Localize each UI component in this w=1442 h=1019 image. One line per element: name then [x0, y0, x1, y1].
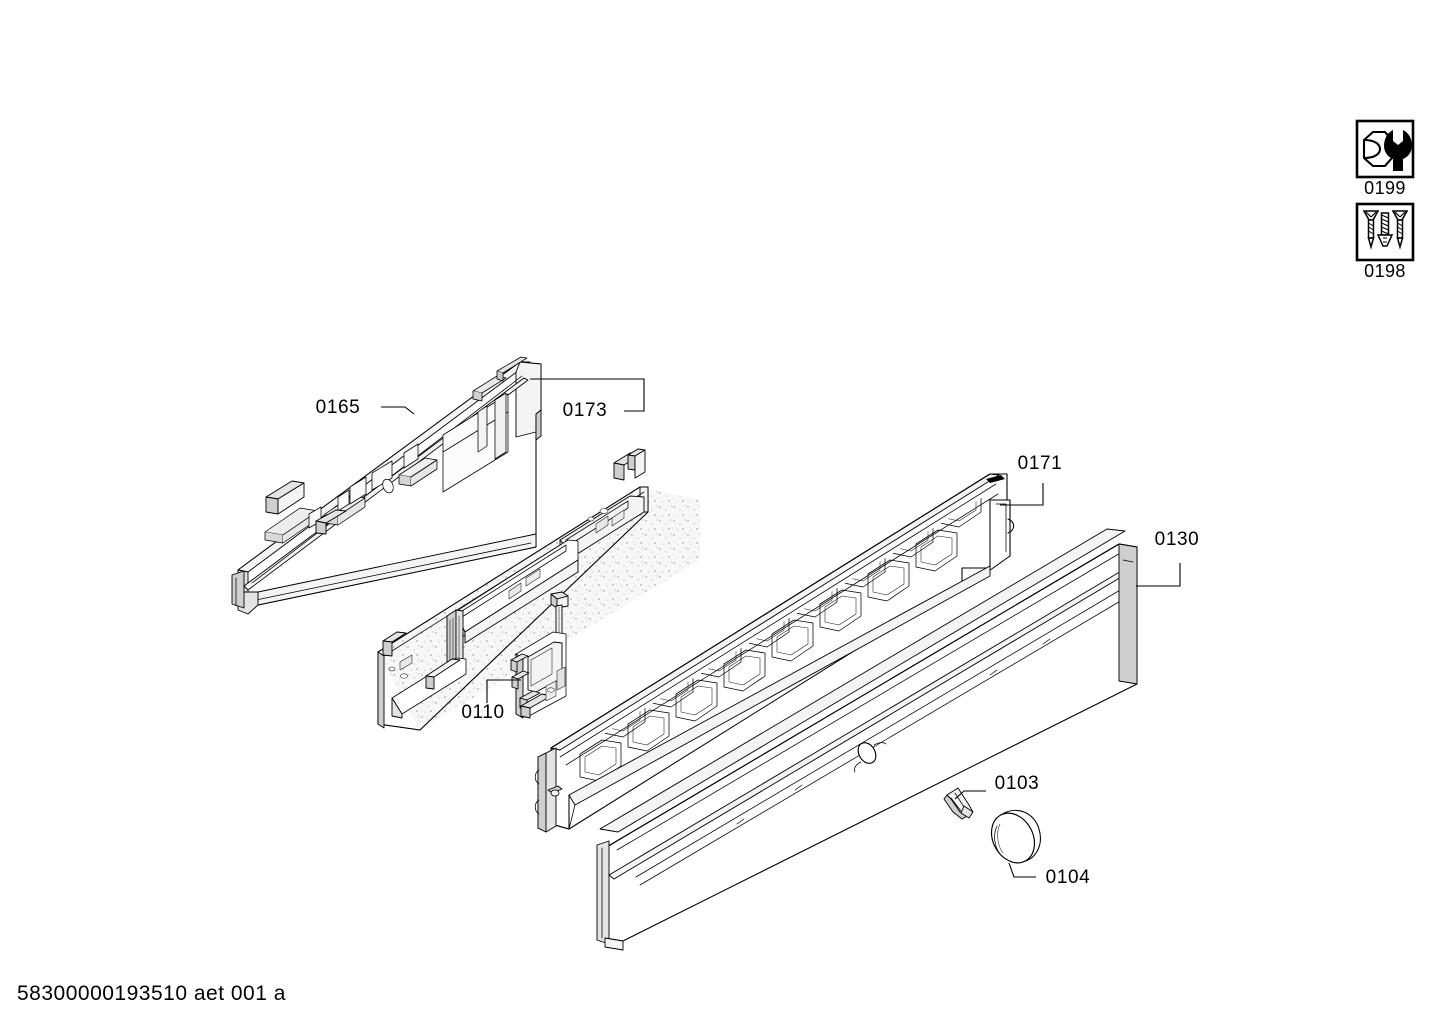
legend-group: 0199 — [1355, 119, 1415, 281]
knob-rear-edge — [994, 825, 1001, 855]
pcb-right-tabs — [613, 448, 646, 481]
part-0104-knob-cap: 0104 — [990, 810, 1091, 888]
callout-label-0130: 0130 — [1155, 529, 1200, 550]
module-right-ribs — [545, 666, 566, 702]
legend-item-0198: 0198 — [1355, 202, 1415, 281]
callout-label-0103: 0103 — [995, 773, 1040, 794]
part-0103-knob-shaft-pin: 0103 — [943, 773, 1040, 820]
trim-top-bevel — [599, 528, 1126, 833]
module-foot-side — [520, 705, 531, 719]
panel-bottom-rail — [568, 565, 991, 806]
part-0130-front-trim-panel: 0130 — [596, 528, 1200, 951]
frame-left-connector — [265, 480, 347, 535]
part-0110-selector-module: 0110 — [461, 591, 569, 723]
frame-inner-details — [264, 356, 528, 544]
panel-snap-hook-right — [1007, 518, 1015, 534]
trim-scribe-3 — [639, 595, 1130, 886]
leader-0165 — [381, 406, 415, 415]
leader-0110 — [486, 679, 521, 703]
panel-left-endcap — [534, 747, 563, 833]
trim-scribe-2 — [635, 585, 1128, 878]
part-0171-honeycomb-panel: 0171 — [534, 453, 1063, 833]
callout-label-0171: 0171 — [1018, 453, 1063, 474]
screws-icon — [1362, 210, 1409, 250]
leader-0130 — [1136, 563, 1181, 587]
trim-left-edge — [596, 840, 610, 945]
callout-label-0173: 0173 — [563, 400, 608, 421]
leader-0103 — [954, 790, 986, 800]
legend-item-0199: 0199 — [1355, 119, 1415, 198]
trim-knob-hole — [854, 742, 887, 773]
panel-corner-accent — [986, 475, 1005, 483]
callout-label-0165: 0165 — [316, 397, 361, 418]
callout-label-0104: 0104 — [1046, 867, 1091, 888]
knob-front-face — [990, 812, 1036, 864]
pcb-small-components — [388, 508, 625, 679]
trim-right-edge — [1118, 543, 1138, 685]
wrench-nut-icon — [1362, 130, 1412, 171]
pin-tip — [960, 805, 974, 819]
callout-label-0110: 0110 — [461, 702, 504, 723]
trim-notches — [736, 638, 1051, 825]
trim-bottom-skirt — [604, 937, 624, 951]
part-0165-support-frame: 0165 — [231, 356, 542, 615]
pcb-left-clip — [382, 631, 407, 657]
pcb-component-a-side — [425, 675, 435, 690]
knob-rear-edge-2 — [997, 823, 1004, 854]
footer-caption: 58300000193510 aet 001 a — [17, 982, 286, 1005]
legend-code-0198: 0198 — [1364, 261, 1406, 281]
leader-0104 — [1008, 862, 1036, 878]
leader-0171 — [1000, 483, 1044, 506]
legend-code-0199: 0199 — [1364, 178, 1406, 198]
trim-scribe-1 — [616, 551, 1123, 851]
leader-0173 — [530, 378, 645, 412]
